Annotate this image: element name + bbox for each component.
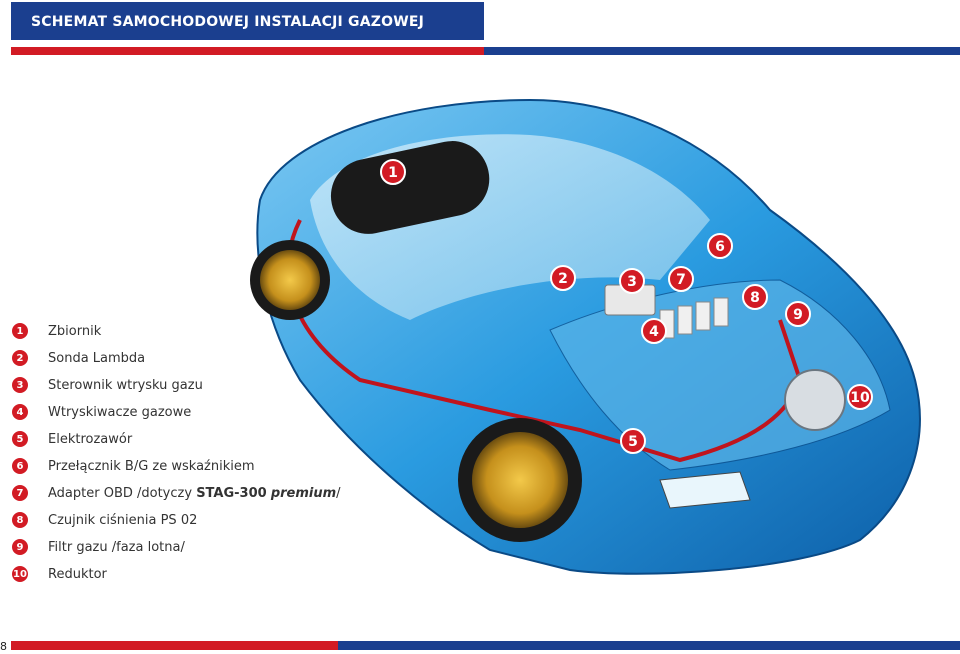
product-variant: premium [271,486,336,501]
legend-item: 8 Czujnik ciśnienia PS 02 [12,511,197,529]
svg-text:5: 5 [628,434,638,450]
callout-1: 1 [381,160,405,184]
number-badge: 3 [12,377,28,393]
legend-label: Przełącznik B/G ze wskaźnikiem [48,459,255,474]
label-prefix: Adapter OBD /dotyczy [48,486,196,501]
callout-6: 6 [708,234,732,258]
legend-item: 9 Filtr gazu /faza lotna/ [12,538,185,556]
callout-4: 4 [642,319,666,343]
number-badge: 2 [12,350,28,366]
legend-label: Reduktor [48,567,107,582]
legend-label: Zbiornik [48,324,101,339]
legend-item: 1 Zbiornik [12,322,101,340]
number-badge: 5 [12,431,28,447]
svg-text:4: 4 [649,324,659,340]
legend-item: 6 Przełącznik B/G ze wskaźnikiem [12,457,255,475]
footer-rule-red [11,641,338,650]
page-number: 8 [0,640,7,653]
header-rule-red [11,47,484,55]
product-name: STAG-300 [196,486,266,501]
number-badge: 8 [12,512,28,528]
legend-label: Wtryskiwacze gazowe [48,405,191,420]
number-badge: 4 [12,404,28,420]
legend-label: Elektrozawór [48,432,132,447]
header-rule-blue [484,47,960,55]
svg-text:8: 8 [750,290,760,306]
callout-8: 8 [743,285,767,309]
callout-7: 7 [669,267,693,291]
header-bar: SCHEMAT SAMOCHODOWEJ INSTALACJI GAZOWEJ [11,2,484,40]
svg-text:3: 3 [627,274,637,290]
footer-rule-blue [338,641,960,650]
number-badge: 7 [12,485,28,501]
callout-3: 3 [620,269,644,293]
legend-item: 4 Wtryskiwacze gazowe [12,403,191,421]
car-gas-installation-illustration: 1 2 3 7 6 8 9 4 10 5 [240,80,940,590]
legend-label: Czujnik ciśnienia PS 02 [48,513,197,528]
callout-10: 10 [848,385,872,409]
reducer [785,370,845,430]
legend-item: 2 Sonda Lambda [12,349,145,367]
number-badge: 6 [12,458,28,474]
legend-label: Sonda Lambda [48,351,145,366]
callout-2: 2 [551,266,575,290]
svg-text:10: 10 [850,390,870,406]
page-title: SCHEMAT SAMOCHODOWEJ INSTALACJI GAZOWEJ [31,14,424,30]
legend-label: Sterownik wtrysku gazu [48,378,203,393]
number-badge: 9 [12,539,28,555]
svg-text:6: 6 [715,239,725,255]
legend-item: 5 Elektrozawór [12,430,132,448]
svg-text:7: 7 [676,272,686,288]
callout-5: 5 [621,429,645,453]
callout-9: 9 [786,302,810,326]
svg-text:1: 1 [388,165,398,181]
legend-item: 10 Reduktor [12,565,107,583]
svg-text:9: 9 [793,307,803,323]
legend-label: Filtr gazu /faza lotna/ [48,540,185,555]
legend-item: 7 Adapter OBD /dotyczy STAG-300 premium/ [12,484,341,502]
legend-item: 3 Sterownik wtrysku gazu [12,376,203,394]
svg-text:2: 2 [558,271,568,287]
legend-label: Adapter OBD /dotyczy STAG-300 premium/ [48,486,341,501]
number-badge: 10 [12,566,28,582]
label-suffix: / [336,486,340,501]
number-badge: 1 [12,323,28,339]
